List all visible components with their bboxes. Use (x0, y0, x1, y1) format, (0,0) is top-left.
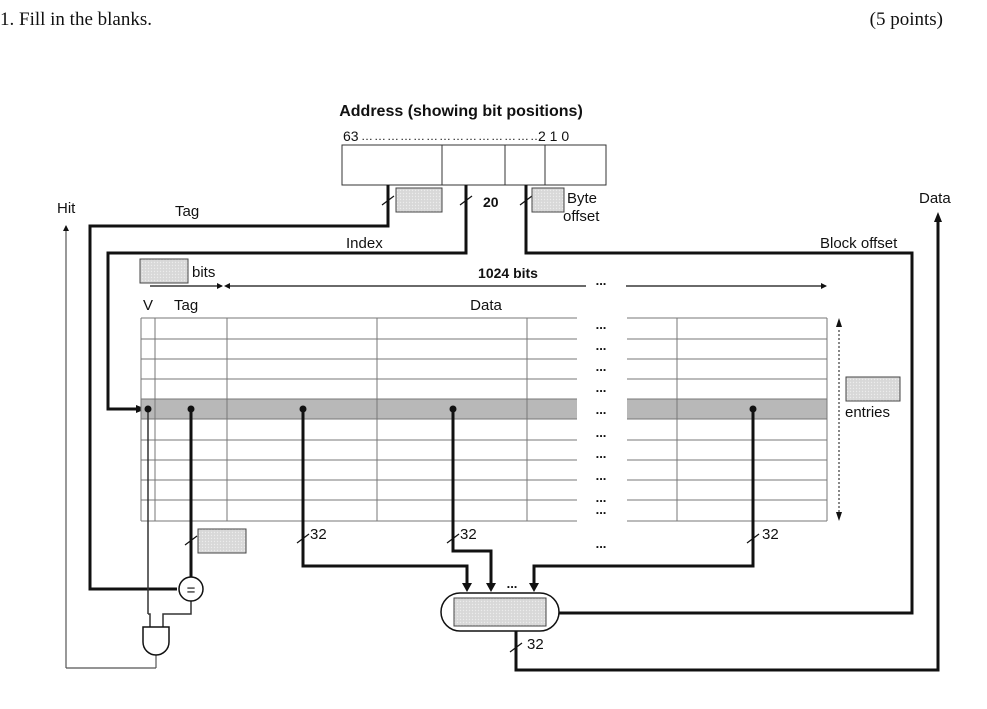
byte-offset-label-1: Byte (567, 190, 597, 207)
output-width-label: 32 (527, 636, 544, 653)
comparator (178, 576, 204, 602)
diagram-title: Address (showing bit positions) (339, 103, 583, 120)
table-ellipsis-column: ... ... ... ... ... ... ... ... ... ... … (596, 317, 607, 551)
svg-text:...: ... (596, 338, 607, 353)
byte-offset-label-2: offset (563, 208, 600, 225)
data-output-wire (514, 216, 940, 672)
valid-bit-wire (144, 405, 152, 627)
blank-tag-field-width[interactable] (395, 187, 443, 213)
svg-text:...: ... (596, 425, 607, 440)
svg-text:...: ... (596, 380, 607, 395)
address-register (341, 144, 607, 186)
tag-wire (88, 185, 390, 591)
column-header-tag: Tag (174, 297, 198, 314)
and-gate (142, 626, 170, 656)
blank-tag-bits-width[interactable] (139, 258, 189, 284)
question-text: 1. Fill in the blanks. (0, 9, 152, 30)
block-bits-label: 1024 bits (478, 265, 538, 281)
blank-comparator-width[interactable] (197, 528, 247, 554)
svg-text:...: ... (596, 468, 607, 483)
data-output-label: Data (919, 190, 951, 207)
selected-row (141, 399, 577, 419)
svg-text:...: ... (596, 490, 607, 505)
index-bits-label: 20 (483, 194, 499, 210)
bit-position-210: 2 1 0 (538, 128, 569, 144)
column-header-v: V (143, 297, 153, 314)
svg-text:...: ... (596, 317, 607, 332)
svg-text:...: ... (596, 359, 607, 374)
bus-width-label-3: 32 (762, 526, 779, 543)
hit-label: Hit (57, 200, 76, 217)
bus-width-label-2: 32 (460, 526, 477, 543)
bus-width-label-1: 32 (310, 526, 327, 543)
mux-input-ellipsis: ... (507, 576, 518, 591)
bits-label: bits (192, 264, 215, 281)
entries-label: entries (845, 404, 890, 421)
svg-text:...: ... (596, 402, 607, 417)
blank-byte-offset-width[interactable] (531, 187, 565, 213)
blank-number-of-entries[interactable] (845, 376, 901, 402)
bit-position-63: 63 (343, 128, 359, 144)
tag-label: Tag (175, 203, 199, 220)
svg-text:...: ... (596, 502, 607, 517)
question-points: (5 points) (869, 9, 943, 30)
svg-text:...: ... (596, 446, 607, 461)
table-grid (140, 317, 828, 522)
index-label: Index (346, 235, 383, 252)
index-wire (106, 185, 468, 411)
blank-multiplexer[interactable] (453, 597, 547, 627)
block-offset-wire (524, 185, 914, 615)
bit-position-dots: …………………………………… (361, 129, 543, 143)
comparator-symbol: = (187, 582, 196, 599)
cache-table: ... ... ... ... ... ... ... ... ... ... … (140, 317, 828, 551)
svg-text:...: ... (596, 536, 607, 551)
ellipsis-header: ... (596, 273, 607, 288)
column-header-data: Data (470, 297, 502, 314)
tag-compare-wire (162, 405, 198, 627)
block-offset-label: Block offset (820, 235, 898, 252)
data-word-wires (301, 409, 755, 584)
